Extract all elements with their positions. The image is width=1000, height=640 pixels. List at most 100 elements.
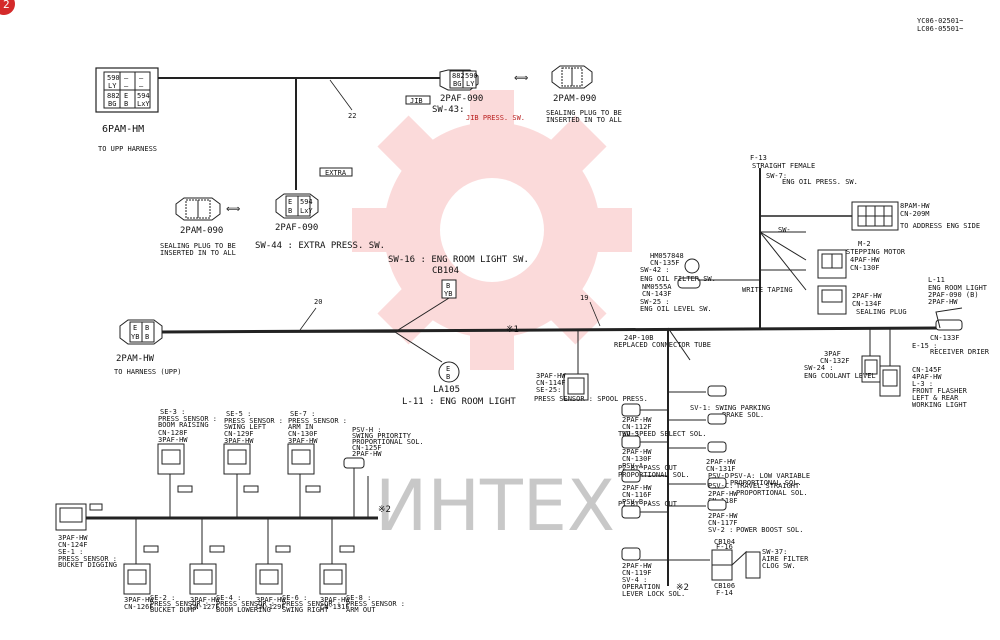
psv-l3: PROPORTIONAL SOL.: [352, 438, 424, 446]
connector-2paf-right: [817, 285, 847, 315]
bc1-s2: BUCKET DUMP: [150, 606, 196, 614]
wire-22-label: 22: [348, 112, 356, 120]
bottom-conn-2: [189, 518, 225, 595]
bc2-s1: PRESS SENSOR :: [216, 600, 275, 608]
bi4-s1: P2 BY-PASS CUT: [618, 464, 678, 472]
se1-l3: SE-1 :: [58, 548, 83, 556]
r-e15-sub: RECEIVER DRIER: [930, 348, 990, 356]
btc1-se: SE-3 :: [160, 408, 185, 416]
branch-note-1: 24P-10B: [624, 334, 654, 342]
extra-pin-4: LxY: [300, 207, 313, 215]
hm-a: HM057848: [650, 252, 684, 260]
se1-s2: BUCKET DIGGING: [58, 561, 117, 569]
bottom-mark2: ※2: [378, 505, 391, 515]
bc1-se: SE-2 :: [150, 594, 175, 602]
m2-label: M-2: [858, 240, 871, 248]
jib-pin-2: 590: [465, 72, 478, 80]
wire-19-label: 19: [580, 294, 588, 302]
sealing-plug-1: [551, 65, 593, 89]
branch-item-5: [668, 477, 727, 489]
branch-note-2: REPLACED CONNECTOR TUBE: [614, 341, 711, 349]
btc2-se: SE-5 :: [226, 410, 251, 418]
bc3-s1: PRESS SENSOR :: [282, 600, 341, 608]
c4paf2-l1: CN-145F: [912, 366, 942, 374]
psv-l2: SWING PRIORITY: [352, 432, 412, 440]
btc3-se: SE-7 :: [290, 410, 315, 418]
connector-sw37: [745, 551, 761, 579]
extra-label: 2PAF-090: [275, 223, 318, 233]
connector-2pam-hw: [119, 319, 163, 345]
se1-s1: PRESS SENSOR :: [58, 555, 117, 563]
c4paf-label-1: 4PAF-HW: [850, 256, 880, 264]
bi1-s1: SV-1: SWING PARKING: [690, 404, 770, 412]
c6-pin-3: –: [139, 74, 144, 82]
hm-d: CN-143F: [642, 290, 672, 298]
btc3-l1: CN-130F: [288, 430, 318, 438]
bi2-l1: 2PAF-HW: [622, 448, 652, 456]
bi4-l1: 2PAF-HW: [622, 484, 652, 492]
c6-pin-10: BG: [108, 100, 116, 108]
bi5-l3: PSV-C:: [708, 482, 733, 490]
bc1-s1: PRESS SENSOR :: [150, 600, 209, 608]
btc2-l2: 3PAF-HW: [224, 437, 254, 445]
bottom-top-conn-2: [223, 443, 259, 518]
pam-pin-4: B: [145, 333, 149, 341]
c8-label-2: CN-209M: [900, 210, 930, 218]
cb-group: [711, 549, 733, 581]
c6-pin-9: 594: [137, 92, 150, 100]
c3paf-sw24: SW-24 :: [804, 364, 834, 372]
c3paf-l2: CN-132F: [820, 357, 850, 365]
connector-se1: [55, 503, 103, 531]
psv-l1: PSV-H :: [352, 426, 382, 434]
bc4-s2: ARM OUT: [346, 606, 376, 614]
switch-icon-2: [677, 277, 701, 289]
se1-l2: CN-124F: [58, 541, 88, 549]
jib-sw: SW-43:: [432, 105, 465, 115]
sw7-name: ENG OIL PRESS. SW.: [782, 178, 858, 186]
se25-l3: SE-25:: [536, 386, 561, 394]
conn-r-1: [935, 319, 963, 331]
c2paf-note: SEALING PLUG: [856, 308, 907, 316]
c6-pin-6: –: [139, 82, 144, 90]
se25-l2: CN-114F: [536, 379, 566, 387]
bc4-l2: CN-131F: [320, 603, 350, 611]
bc1-l2: CN-126F: [124, 603, 154, 611]
c4paf-label-2: CN-130F: [850, 264, 880, 272]
bc2-s2: BOOM LOWERING: [216, 606, 271, 614]
sw16-label: SW-16 : ENG ROOM LIGHT SW.: [388, 255, 529, 265]
bi3-l1: 2PAF-HW: [706, 458, 736, 466]
bi2-l2: CN-130F: [622, 455, 652, 463]
r-c2paf2-2: 2PAF-HW: [928, 298, 958, 306]
bi1-l3: SV-3: [622, 430, 639, 438]
c4paf2-l3: L-3 :: [912, 380, 933, 388]
bi5-s2: PROPORTIONAL SOL.: [736, 489, 808, 497]
bi4-s2: PROPORTIONAL SOL.: [618, 471, 690, 479]
c6-sub: TO UPP HARNESS: [98, 145, 157, 153]
watermark-gear-icon: [352, 90, 632, 370]
plug2-note-2: INSERTED IN TO ALL: [160, 249, 236, 257]
lamp-icon: [438, 361, 460, 383]
r-c2paf2-3: CN-133F: [930, 334, 960, 342]
jib-pin-4: LY: [466, 80, 475, 88]
sw37-l2: AIRE FILTER: [762, 555, 809, 563]
r-c2paf2-1: 2PAF-090 (B): [928, 291, 979, 299]
branch-item-6: [621, 499, 727, 519]
connector-psv-h: [343, 457, 369, 518]
bi1-l2: CN-112F: [622, 423, 652, 431]
pam-pin-1: E: [133, 324, 137, 332]
cb-b: F-16: [716, 543, 733, 551]
bc2-se: SE-4 :: [216, 594, 241, 602]
sv4-sub1: OPERATION: [622, 583, 660, 591]
connector-4paf-right-2: [879, 365, 901, 397]
plug2-note-1: SEALING PLUG TO BE: [160, 242, 236, 250]
badge-text: 2: [3, 0, 10, 11]
hm-sw42: SW-42 :: [640, 266, 670, 274]
serial-2: LC06-05501~: [917, 25, 963, 33]
sw-small: SW-: [778, 226, 791, 234]
pam-sub: TO HARNESS (UPP): [114, 368, 181, 376]
btc2-s2: SWING LEFT: [224, 423, 267, 431]
c4paf2-s3: WORKING LIGHT: [912, 401, 968, 409]
bottom-conn-4: [319, 518, 355, 595]
c6-label: 6PAM-HM: [102, 124, 144, 135]
double-arrow-icon-2: ⟺: [226, 204, 240, 215]
